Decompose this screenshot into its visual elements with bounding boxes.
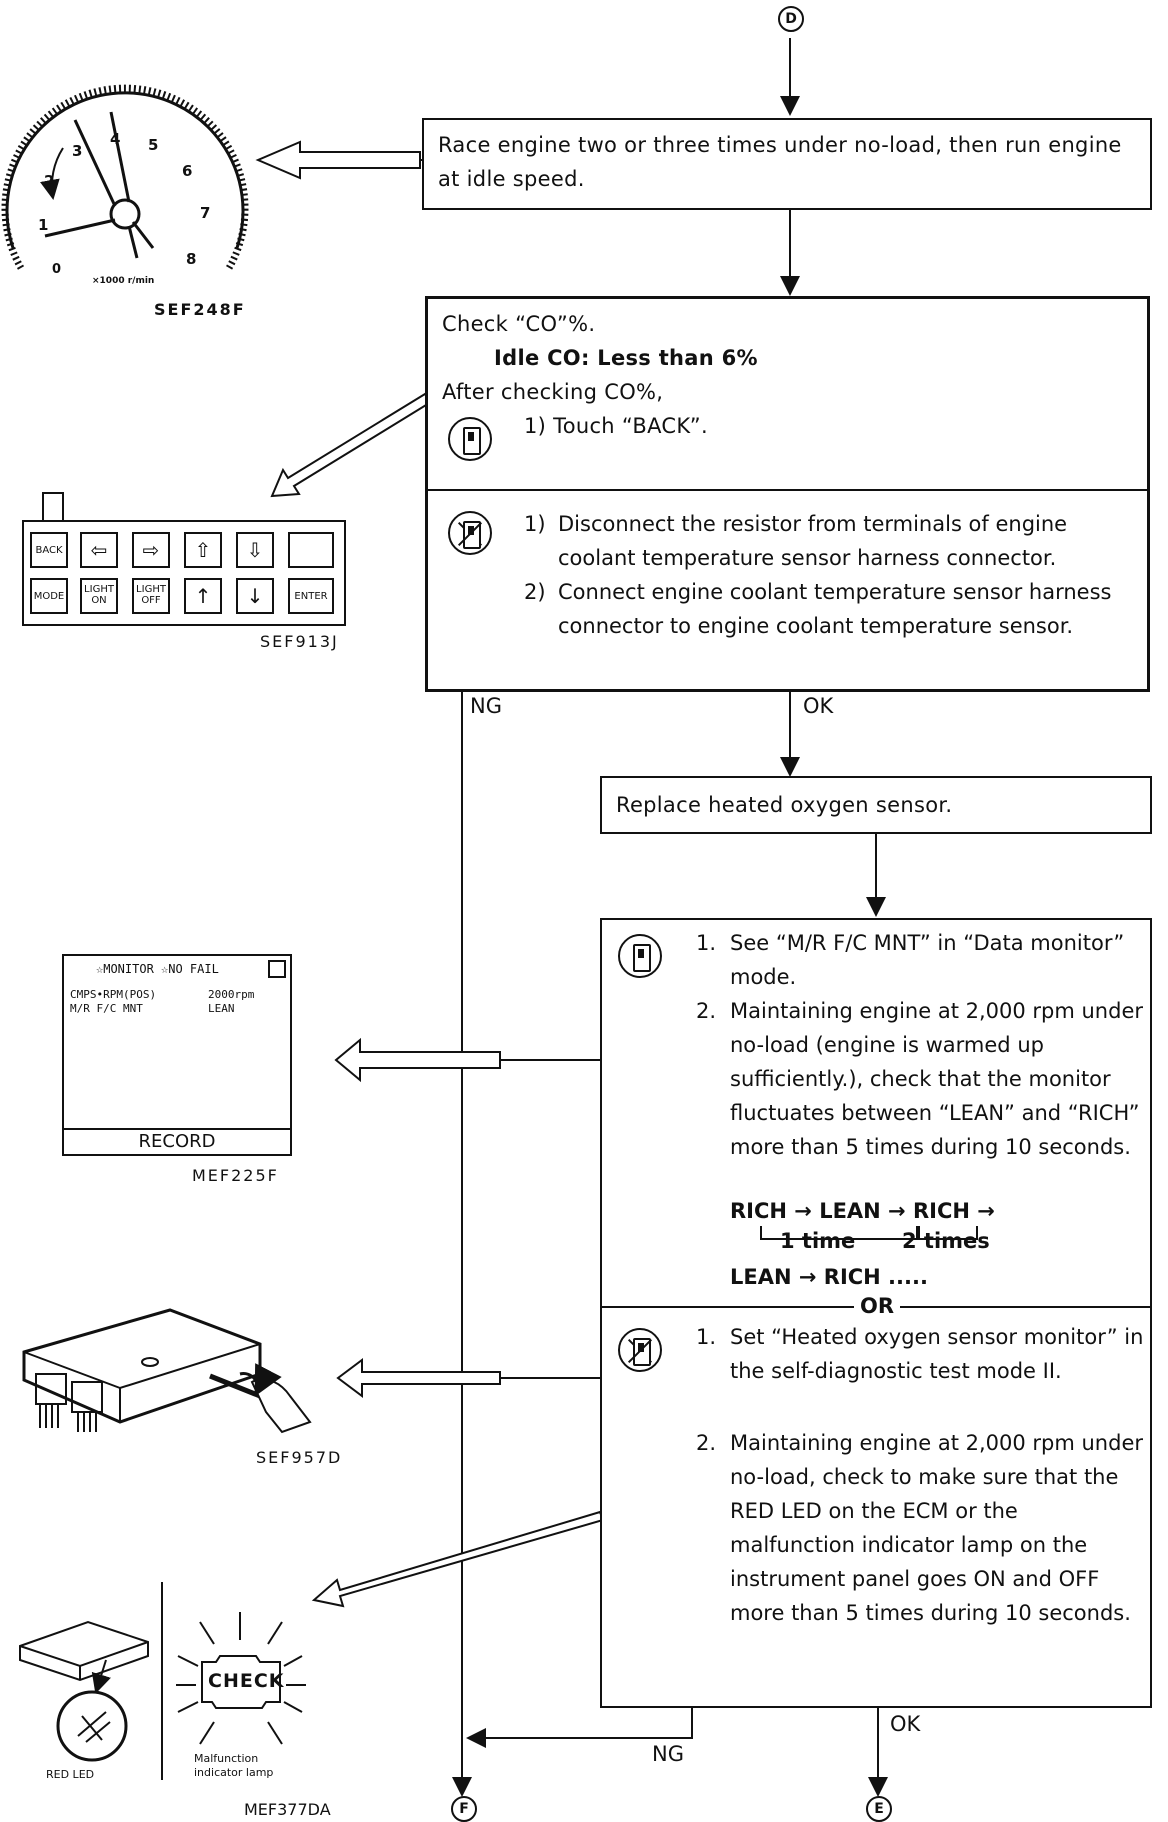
monitor-box-icon bbox=[268, 960, 286, 978]
led-code: MEF377DA bbox=[244, 1800, 331, 1819]
seq-lean-rich: LEAN → RICH ..... bbox=[730, 1265, 928, 1289]
key-light-off[interactable]: LIGHT OFF bbox=[132, 578, 170, 614]
nocon-step2-num: 2) bbox=[524, 580, 546, 604]
seq-1time: 1 time bbox=[780, 1229, 856, 1253]
box-monitor-check: 1. See “M/R F/C MNT” in “Data monitor” m… bbox=[600, 918, 1152, 1708]
no-consult-icon-2 bbox=[618, 1328, 662, 1372]
or-label: OR bbox=[854, 1292, 901, 1320]
b4-nc1-num: 1. bbox=[696, 1325, 717, 1349]
red-led-drawing bbox=[19, 1620, 149, 1762]
b4-step2-num: 2. bbox=[696, 999, 717, 1023]
check-lamp: CHECK bbox=[196, 1652, 286, 1712]
check-co-line1: Check “CO”%. bbox=[442, 312, 596, 336]
tachometer-figure bbox=[1, 84, 249, 270]
monitor-row1-label: CMPS•RPM(POS) bbox=[70, 988, 157, 1001]
key-left[interactable]: ⇦ bbox=[80, 532, 118, 568]
monitor-figure: ☆MONITOR ☆NO FAIL CMPS•RPM(POS) 2000rpm … bbox=[62, 954, 292, 1156]
bracket-1 bbox=[760, 1226, 918, 1240]
consult-icon-2 bbox=[618, 934, 662, 978]
b4-step1-text: See “M/R F/C MNT” in “Data monitor” mode… bbox=[730, 931, 1125, 989]
record-button[interactable]: RECORD bbox=[64, 1128, 290, 1154]
ok-label-2: OK bbox=[890, 1712, 921, 1736]
check-lamp-line-right bbox=[286, 1684, 306, 1686]
box-race-engine-text: Race engine two or three times under no-… bbox=[438, 133, 1122, 191]
check-lamp-outline bbox=[201, 1655, 281, 1709]
box-replace-sensor: Replace heated oxygen sensor. bbox=[600, 776, 1152, 834]
key-enter[interactable]: ENTER bbox=[288, 578, 334, 614]
check-co-line3: After checking CO%, bbox=[442, 380, 664, 404]
monitor-row1-value: 2000rpm bbox=[208, 988, 255, 1001]
key-arrow-up[interactable]: ↑ bbox=[184, 578, 222, 614]
key-up[interactable]: ⇧ bbox=[184, 532, 222, 568]
check-lamp-line-left bbox=[176, 1684, 196, 1686]
seq-rich-lean: RICH → LEAN → RICH → bbox=[730, 1199, 995, 1223]
bracket-2 bbox=[918, 1226, 978, 1240]
no-consult-icon bbox=[448, 511, 492, 555]
b4-nc2-text: Maintaining engine at 2,000 rpm under no… bbox=[730, 1431, 1143, 1625]
tach-unit: ×1000 r/min bbox=[92, 276, 155, 286]
keypad-figure: BACK ⇦ ⇨ ⇧ ⇩ MODE LIGHT ON LIGHT OFF ↑ ↓… bbox=[22, 492, 346, 626]
key-down[interactable]: ⇩ bbox=[236, 532, 274, 568]
key-mode[interactable]: MODE bbox=[30, 578, 68, 614]
b4-step2-text: Maintaining engine at 2,000 rpm under no… bbox=[730, 999, 1143, 1159]
hollow-arrows bbox=[255, 140, 501, 1398]
keypad-pen-icon bbox=[42, 492, 64, 522]
keypad-code: SEF913J bbox=[260, 632, 339, 651]
nocon-step2-text: Connect engine coolant temperature senso… bbox=[558, 580, 1112, 638]
tach-code: SEF248F bbox=[154, 300, 246, 319]
box-race-engine: Race engine two or three times under no-… bbox=[422, 118, 1152, 210]
ng-from-box4 bbox=[466, 1708, 693, 1748]
ecm-drawing bbox=[22, 1308, 312, 1434]
ng-label-2: NG bbox=[652, 1742, 684, 1766]
nocon-step1-text: Disconnect the resistor from terminals o… bbox=[558, 512, 1068, 570]
ecm-code: SEF957D bbox=[256, 1448, 343, 1467]
key-back[interactable]: BACK bbox=[30, 532, 68, 568]
check-lamp-rays bbox=[177, 1612, 303, 1745]
red-led-figure bbox=[18, 1616, 158, 1786]
replace-sensor-text: Replace heated oxygen sensor. bbox=[616, 793, 953, 817]
divider bbox=[428, 489, 1147, 491]
connector-f: F bbox=[451, 1796, 477, 1822]
connector-e: E bbox=[866, 1796, 892, 1822]
mil-label: Malfunction indicator lamp bbox=[194, 1752, 274, 1779]
touch-back-step: 1) Touch “BACK”. bbox=[524, 414, 708, 438]
monitor-code: MEF225F bbox=[192, 1166, 279, 1185]
ecm-figure bbox=[20, 1304, 320, 1434]
box-check-co: Check “CO”%. Idle CO: Less than 6% After… bbox=[425, 296, 1150, 692]
monitor-row2-label: M/R F/C MNT bbox=[70, 1002, 143, 1015]
key-arrow-down[interactable]: ↓ bbox=[236, 578, 274, 614]
check-text: CHECK bbox=[208, 1670, 285, 1692]
consult-icon bbox=[448, 417, 492, 461]
ok-label-1: OK bbox=[803, 694, 834, 718]
monitor-header: ☆MONITOR ☆NO FAIL bbox=[96, 962, 219, 976]
key-right[interactable]: ⇨ bbox=[132, 532, 170, 568]
idle-co-spec: Idle CO: Less than 6% bbox=[494, 346, 758, 370]
monitor-row2-value: LEAN bbox=[208, 1002, 235, 1015]
b4-step1-num: 1. bbox=[696, 931, 717, 955]
connector-d: D bbox=[778, 6, 804, 32]
ng-label-1: NG bbox=[470, 694, 502, 718]
key-light-on[interactable]: LIGHT ON bbox=[80, 578, 118, 614]
nocon-step1-num: 1) bbox=[524, 512, 546, 536]
key-blank[interactable] bbox=[288, 532, 334, 568]
b4-nc1-text: Set “Heated oxygen sensor monitor” in th… bbox=[730, 1325, 1144, 1383]
seq-2times: 2 times bbox=[902, 1229, 990, 1253]
red-led-label: RED LED bbox=[46, 1768, 95, 1781]
b4-nc2-num: 2. bbox=[696, 1431, 717, 1455]
